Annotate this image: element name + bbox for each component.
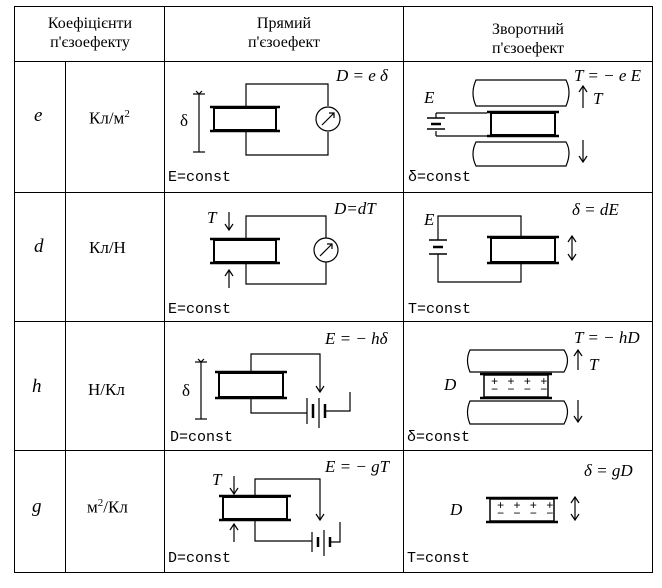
charge-label-g-inverse: D: [450, 500, 463, 519]
coef-unit-e: Кл/м2: [89, 108, 130, 129]
plate-charges-bottom-h: − − − −: [491, 383, 549, 397]
diagram-g-inverse: [486, 495, 580, 524]
plate-charges-top-g: + + + +: [497, 499, 555, 513]
diagram-h-direct: [195, 353, 351, 428]
strain-label-h-direct: δ: [182, 381, 191, 400]
diagram-d-direct: [210, 212, 339, 288]
header-direct: Прямий п'єзоефект: [166, 14, 402, 52]
stress-label-e-inverse: T: [593, 89, 603, 108]
coef-unit-e-text: Кл/м: [89, 108, 125, 128]
coef-unit-g: м2/Кл: [87, 497, 128, 518]
formula-d-direct: D=dT: [334, 199, 376, 218]
condition-d-direct: E=const: [168, 301, 232, 318]
condition-h-inverse: δ=const: [407, 429, 471, 446]
diagram-g-direct: [219, 476, 341, 556]
formula-e-direct: D = e δ: [336, 66, 388, 85]
condition-e-direct: E=const: [168, 169, 232, 186]
field-label-d-inverse: E: [424, 210, 435, 229]
coef-symbol-d: d: [34, 236, 44, 257]
header-coefficients-line1: Коефіцієнти: [47, 15, 133, 32]
condition-h-direct: D=const: [170, 429, 234, 446]
coef-unit-d: Кл/Н: [89, 238, 126, 257]
condition-e-inverse: δ=const: [408, 169, 472, 186]
coef-unit-g-suffix: /Кл: [103, 497, 128, 517]
stress-label-h-inverse: T: [589, 355, 599, 374]
strain-label-e-direct: δ: [180, 111, 189, 130]
field-label-e-inverse: E: [424, 88, 435, 107]
stress-label-d-direct: T: [207, 208, 217, 227]
coef-unit-e-sup: 2: [124, 108, 130, 120]
formula-e-inverse: T = − e E: [574, 66, 642, 85]
plate-charges-bottom-g: − − − −: [497, 507, 555, 521]
header-inverse-line2: п'єзоефект: [491, 40, 565, 57]
diagram-e-direct: [193, 83, 341, 156]
formula-h-direct: E = − hδ: [325, 329, 388, 348]
table-border: [14, 6, 653, 573]
formula-h-inverse: T = − hD: [574, 328, 640, 347]
diagram-d-inverse: [429, 215, 577, 283]
condition-d-inverse: T=const: [408, 301, 472, 318]
header-inverse: Зворотний п'єзоефект: [405, 20, 651, 58]
coef-symbol-h: h: [32, 376, 42, 397]
header-direct-line2: п'єзоефект: [247, 34, 321, 51]
formula-d-inverse: δ = dE: [572, 200, 619, 219]
header-coefficients-line2: п'єзоефекту: [50, 34, 130, 51]
diagram-e-inverse: [427, 79, 588, 167]
coef-unit-g-prefix: м: [87, 497, 98, 517]
coef-symbol-e: e: [34, 105, 43, 126]
condition-g-direct: D=const: [168, 550, 232, 567]
coef-symbol-g: g: [32, 496, 42, 517]
header-direct-line1: Прямий: [256, 15, 312, 32]
formula-g-inverse: δ = gD: [584, 461, 633, 480]
header-coefficients: Коефіцієнти п'єзоефекту: [16, 14, 164, 52]
coef-unit-h: Н/Кл: [88, 380, 125, 399]
header-inverse-line1: Зворотний: [492, 21, 564, 38]
coef-unit-g-sup: 2: [97, 497, 104, 509]
formula-g-direct: E = − gT: [325, 457, 390, 476]
charge-label-h-inverse: D: [444, 375, 457, 394]
stress-label-g-direct: T: [212, 470, 222, 489]
diagram-h-inverse: [466, 348, 583, 425]
plate-charges-top-h: + + + +: [491, 375, 549, 389]
condition-g-inverse: T=const: [407, 550, 471, 567]
